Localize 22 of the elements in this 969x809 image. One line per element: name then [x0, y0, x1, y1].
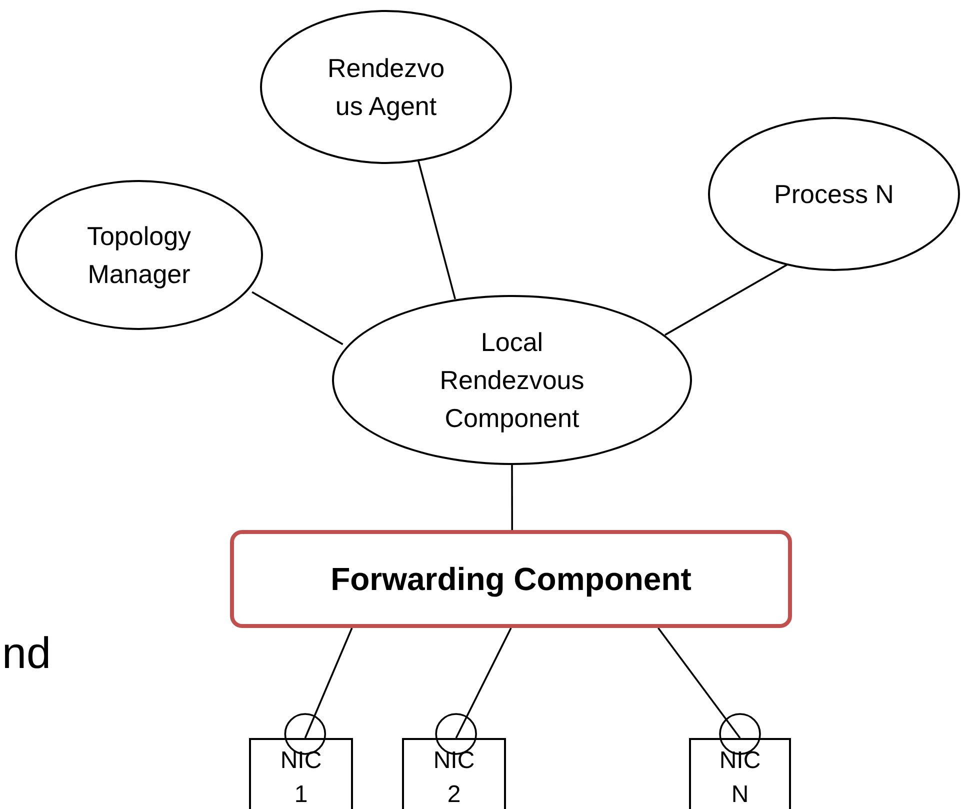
connector-line: [455, 628, 512, 738]
connector-line: [252, 291, 344, 346]
connector-line: [664, 264, 788, 336]
connector-line: [417, 159, 456, 300]
process-ellipse: [708, 117, 960, 271]
node-label: NIC N: [718, 746, 762, 809]
node-label: Local Rendezvous Component: [438, 326, 586, 435]
nic-box: [402, 738, 506, 809]
node-label: Forwarding Component: [330, 560, 692, 599]
node-label: Topology Manager: [86, 220, 192, 291]
connector-line: [658, 627, 741, 739]
cropped-text: nd: [2, 632, 51, 676]
agent-ellipse: [260, 10, 512, 164]
forwarding-box: [230, 530, 792, 628]
connector-line: [304, 628, 353, 738]
nic-box: [689, 738, 791, 809]
connector-line: [511, 465, 514, 530]
node-label: Rendezvo us Agent: [326, 52, 446, 123]
manager-ellipse: [15, 180, 263, 330]
component-ellipse: [332, 295, 692, 465]
node-label: Process N: [774, 178, 894, 211]
nic-box: [249, 738, 353, 809]
